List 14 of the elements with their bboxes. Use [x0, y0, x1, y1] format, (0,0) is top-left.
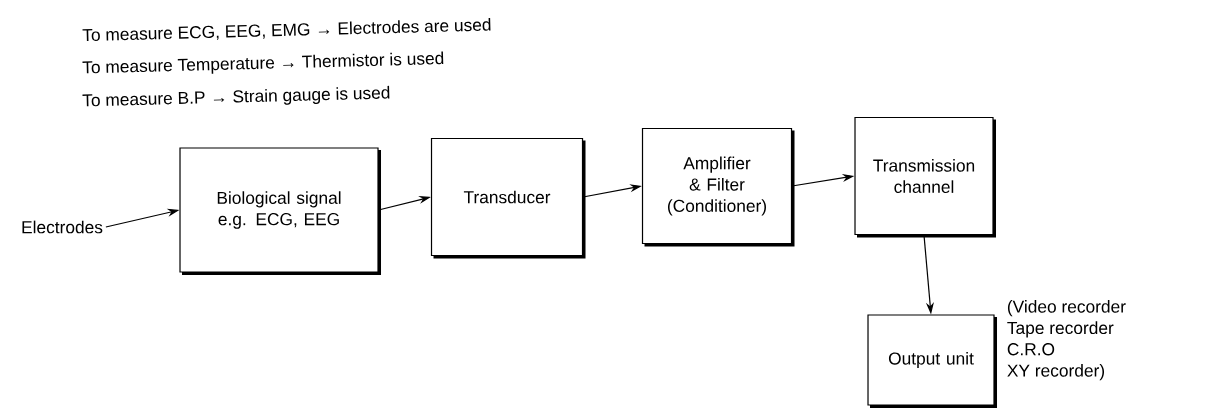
block-box: Transducer — [430, 137, 586, 259]
note-text: To measure ECG, EEG, EMG → Electrodes are used — [82, 17, 491, 42]
block-box: Amplifier & Filter (Conditioner) — [641, 127, 795, 247]
note-text: To measure Temperature → Thermistor is used — [82, 51, 444, 74]
block-box: Biological signal e.g. ECG, EEG — [179, 147, 381, 275]
block-box: Transmission channel — [854, 116, 996, 238]
node-label: Tape recorder — [1007, 321, 1114, 338]
block-box: Output unit — [867, 314, 997, 408]
note-text: To measure B.P → Strain gauge is used — [82, 85, 390, 107]
node-label: (Video recorder — [1007, 300, 1126, 317]
node-label: XY recorder) — [1007, 364, 1105, 381]
output-devices-note: (Video recorder Tape recorder C.R.O XY recorder) — [1007, 300, 1126, 381]
node-label: C.R.O — [1007, 343, 1055, 356]
input-label: Electrodes — [22, 220, 103, 234]
